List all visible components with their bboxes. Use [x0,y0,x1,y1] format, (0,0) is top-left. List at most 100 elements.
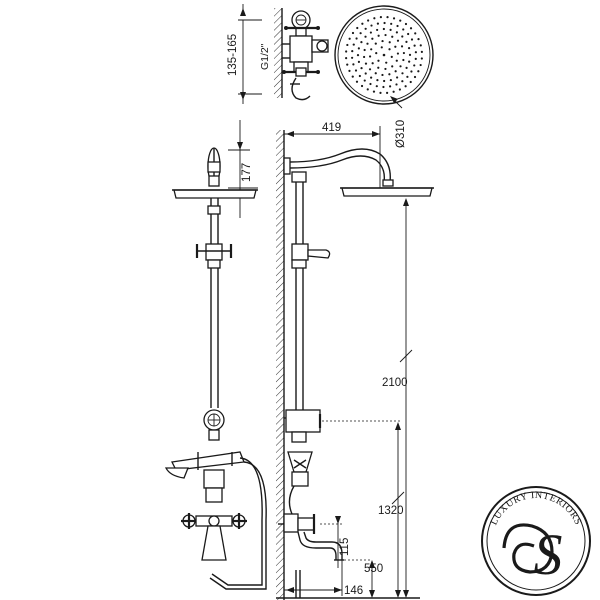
nozzle-dot [358,74,361,78]
nozzle-dot [405,66,408,69]
logo-monogram: S [534,522,563,587]
nozzle-dot [406,75,409,78]
nozzle-dot [396,76,399,79]
nozzle-dot [367,19,370,22]
shower-head-plan-view: Ø310 [334,5,434,148]
nozzle-dot [373,17,376,20]
nozzle-dot [389,85,392,88]
nozzle-dot [391,35,394,38]
nozzle-dot [370,76,373,79]
nozzle-dot [396,39,400,42]
nozzle-dot [408,53,412,56]
nozzle-dot [409,80,412,84]
nozzle-dot [375,85,378,88]
luxury-interiors-logo: LUXURY INTERIORS S [481,486,591,596]
nozzle-dot [410,38,414,41]
dim-overall-height: 2100 [382,377,408,389]
height-dimensions: 2100 1320 115 550 146 [276,195,420,599]
nozzle-dot [384,33,387,37]
nozzle-dot [399,19,402,22]
nozzle-dot [377,66,380,69]
nozzle-dot [382,85,385,89]
nozzle-dot [413,44,416,47]
nozzle-dot [414,51,417,54]
nozzle-dot [392,17,396,20]
nozzle-dot [389,28,392,31]
nozzle-dot [419,63,422,67]
nozzle-dot [371,37,374,40]
nozzle-dot [417,38,420,41]
nozzle-dot [392,90,395,93]
nozzle-dot [420,57,423,60]
nozzle-dot [381,73,384,77]
nozzle-dot [388,73,391,76]
nozzle-dot [351,50,354,53]
nozzle-dot [356,26,359,30]
nozzle-dot [379,91,382,94]
nozzle-dot [352,63,355,66]
dim-thread-size: G1/2" [259,43,271,70]
nozzle-dot [371,62,374,65]
nozzle-dot [351,31,355,35]
nozzle-dot [351,75,354,78]
nozzle-dot [410,70,413,73]
nozzle-dot [390,55,393,59]
nozzle-dot [345,50,348,53]
nozzle-dot [380,46,383,49]
nozzle-dot [352,43,355,46]
nozzle-dot [382,27,385,31]
nozzle-dot [363,48,366,52]
nozzle-dot [366,88,369,91]
nozzle-dot [355,80,359,83]
nozzle-dot [359,32,362,35]
nozzle-dot [402,28,405,31]
nozzle-dot [354,69,358,72]
nozzle-dot [402,58,405,62]
nozzle-dot [379,16,382,19]
nozzle-dot [404,22,408,26]
nozzle-dot [364,72,367,75]
nozzle-dot [370,48,373,51]
nozzle-dot [360,67,363,70]
dim-wall-offset: 146 [344,585,363,597]
dim-mixer-height: 1320 [378,505,404,517]
nozzle-dot [369,82,372,86]
nozzle-dot [400,45,404,48]
nozzle-dot [368,55,372,58]
nozzle-dot [404,85,407,88]
nozzle-dot [382,53,386,57]
nozzle-dot [356,54,360,57]
nozzle-dot [351,56,354,59]
nozzle-dot [366,42,369,45]
nozzle-dot [372,90,376,93]
nozzle-dot [420,50,423,54]
nozzle-dot [376,28,379,32]
nozzle-dot [385,61,388,64]
nozzle-dot [386,16,389,19]
nozzle-dot [407,32,410,36]
front-elevation-view: 177 [164,120,267,590]
nozzle-dot [394,45,397,48]
nozzle-dot [357,47,360,50]
nozzle-dot [390,22,393,25]
nozzle-dot [377,34,380,37]
nozzle-dot [401,35,404,38]
nozzle-dot [383,21,386,25]
nozzle-dot [377,59,380,62]
nozzle-dot [388,48,391,51]
nozzle-dot [345,57,348,60]
nozzle-dot [348,69,351,72]
nozzle-dot [413,75,417,79]
nozzle-dot [395,59,398,62]
nozzle-dot [376,79,379,82]
nozzle-dot [419,44,422,47]
nozzle-dot [360,41,363,44]
nozzle-dot [402,51,405,55]
nozzle-dot [348,37,351,40]
nozzle-dot [408,60,411,63]
nozzle-dot [396,52,400,55]
nozzle-dot [364,27,367,30]
nozzle-dot [361,22,364,25]
nozzle-dot [355,37,358,40]
